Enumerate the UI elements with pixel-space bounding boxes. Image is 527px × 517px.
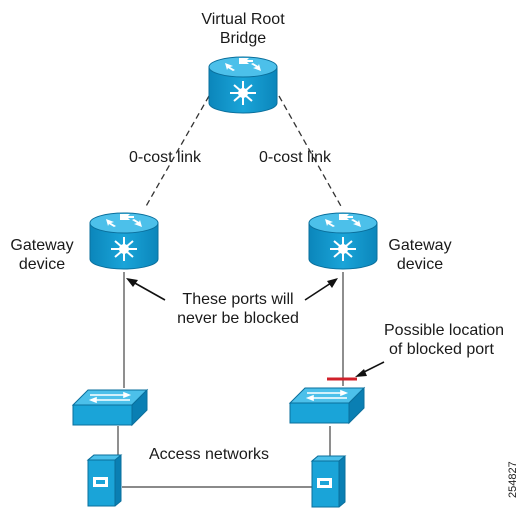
host-right-icon	[311, 455, 346, 508]
gateway-left-label-line1: Gateway	[10, 237, 74, 254]
ports-note-line2: never be blocked	[177, 310, 299, 327]
blocked-note-line1: Possible location	[384, 322, 505, 339]
gateway-left-label-line2: device	[18, 256, 66, 273]
blocked-port-note: Possible location of blocked port	[384, 321, 504, 359]
blocked-note-line2: of blocked port	[389, 341, 494, 358]
access-networks-label: Access networks	[149, 446, 270, 463]
virtual-root-bridge-router-icon	[208, 56, 278, 114]
ports-arrow-right	[304, 278, 338, 301]
root-bridge-label-line1: Virtual Root	[201, 11, 285, 28]
access-switch-left-icon	[72, 389, 148, 426]
gateway-right-label-line2: device	[396, 256, 444, 273]
zero-cost-link-right	[278, 95, 343, 209]
zero-cost-link-left-label: 0-cost link	[129, 149, 202, 166]
zero-cost-link-right-label: 0-cost link	[259, 149, 332, 166]
zero-cost-link-left	[144, 95, 210, 209]
figure-id: 254827	[507, 461, 519, 498]
root-bridge-label: Virtual Root Bridge	[178, 10, 308, 48]
root-bridge-label-line2: Bridge	[219, 30, 267, 47]
gateway-right-label: Gateway device	[380, 236, 460, 274]
access-switch-right-icon	[289, 387, 365, 424]
blocked-port-arrow	[355, 361, 385, 377]
ports-never-blocked-note: These ports will never be blocked	[158, 290, 318, 328]
gateway-right-label-line1: Gateway	[388, 237, 452, 254]
ports-arrow-left	[126, 278, 166, 301]
gateway-left-label: Gateway device	[4, 236, 80, 274]
gateway-left-router-icon	[89, 212, 159, 270]
ports-note-line1: These ports will	[182, 291, 294, 308]
host-left-icon	[87, 454, 122, 507]
gateway-right-router-icon	[308, 212, 378, 270]
